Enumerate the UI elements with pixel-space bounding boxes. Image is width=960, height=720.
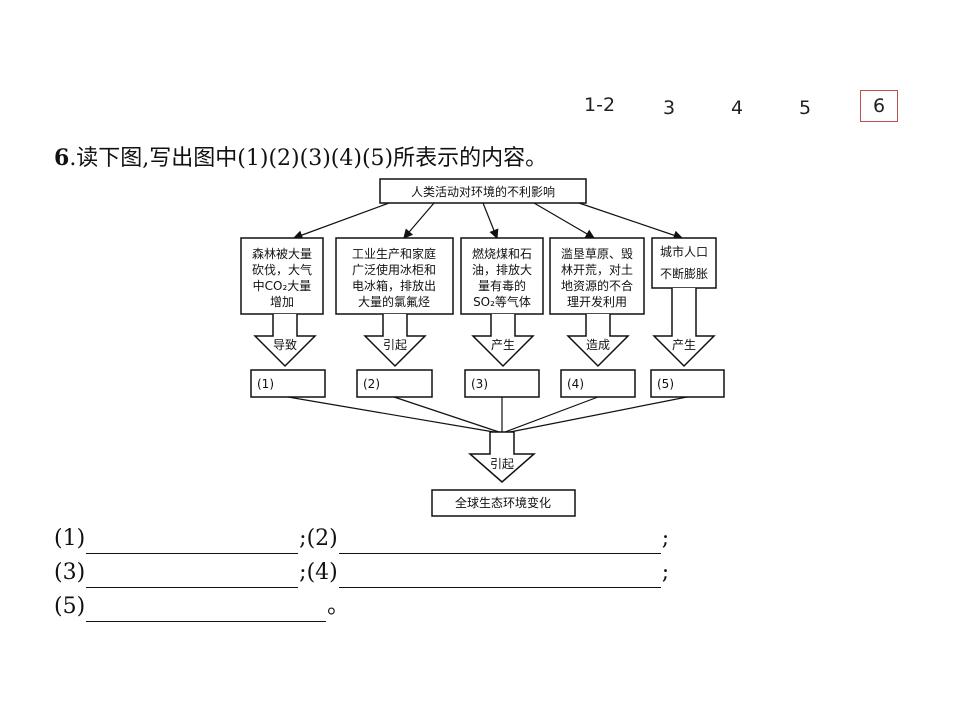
cause-5-line-2: 不断膨胀: [660, 266, 708, 281]
cause-2-line-3: 电冰箱，排放出: [352, 278, 436, 293]
label-4: ;(4): [299, 560, 338, 585]
nav-item-1-2[interactable]: 1-2: [584, 94, 616, 116]
verb-1: 导致: [273, 338, 297, 352]
cause-4-line-2: 林开荒，对土: [561, 263, 633, 277]
slide-nav: 1-2 3 4 5 6: [580, 90, 910, 124]
verb-2: 引起: [383, 338, 407, 352]
result-5: (5): [657, 377, 674, 391]
answer-blank-3[interactable]: [86, 563, 299, 588]
question-prompt: .读下图,写出图中(1)(2)(3)(4)(5)所表示的内容。: [69, 146, 548, 171]
answer-line-3: (5) 。: [54, 592, 349, 622]
cause-3-line-1: 燃烧煤和石: [472, 246, 532, 261]
answer-line-2: (3) ;(4) ;: [54, 558, 669, 588]
answer-blank-1[interactable]: [86, 529, 299, 554]
verb-4: 造成: [586, 338, 610, 352]
cause-2-line-1: 工业生产和家庭: [352, 246, 436, 261]
block-arrow-2: [363, 314, 427, 368]
block-arrow-1: [253, 314, 317, 368]
cause-4-line-3: 地资源的不合: [561, 278, 633, 293]
answer-blank-4[interactable]: [338, 563, 661, 588]
merge-verb: 引起: [490, 457, 514, 471]
top-box-text: 人类活动对环境的不利影响: [411, 184, 555, 199]
answer-line-1: (1) ;(2) ;: [54, 524, 669, 554]
nav-item-6-active[interactable]: 6: [860, 90, 898, 122]
merge-block-arrow: [468, 431, 536, 483]
block-arrow-5: [652, 288, 716, 368]
cause-5-line-1: 城市人口: [660, 244, 708, 259]
question-text: 6.读下图,写出图中(1)(2)(3)(4)(5)所表示的内容。: [54, 142, 547, 175]
answer-blank-5[interactable]: [86, 597, 327, 622]
bottom-box-text: 全球生态环境变化: [455, 495, 551, 510]
cause-3-line-4: SO₂等气体: [473, 294, 531, 309]
nav-item-3[interactable]: 3: [663, 97, 676, 119]
answer-blank-2[interactable]: [338, 529, 661, 554]
result-2: (2): [363, 377, 380, 391]
nav-item-5[interactable]: 5: [799, 97, 812, 119]
cause-4-line-4: 理开发利用: [567, 294, 627, 309]
result-3: (3): [471, 377, 488, 391]
end-3: 。: [327, 594, 350, 619]
cause-1-line-3: 中CO₂大量: [253, 278, 312, 293]
block-arrow-4: [566, 314, 630, 368]
label-5: (5): [54, 594, 86, 619]
end-1: ;: [661, 526, 670, 551]
nav-item-4[interactable]: 4: [731, 97, 744, 119]
question-number: 6: [54, 145, 70, 171]
result-4: (4): [567, 377, 584, 391]
cause-2-line-4: 大量的氯氟烃: [358, 294, 430, 309]
verb-5: 产生: [672, 338, 696, 352]
label-3: (3): [54, 560, 86, 585]
verb-3: 产生: [491, 338, 515, 352]
flowchart-figure: 人类活动对环境的不利影响 森林被大量 砍伐，大气 中CO₂大量 增加 工业生产和…: [239, 176, 725, 518]
cause-1-line-1: 森林被大量: [252, 246, 312, 261]
result-1: (1): [257, 377, 274, 391]
label-1: (1): [54, 526, 86, 551]
end-2: ;: [661, 560, 670, 585]
block-arrow-3: [471, 314, 535, 368]
cause-1-line-4: 增加: [270, 295, 294, 309]
cause-3-line-2: 油，排放大: [472, 262, 532, 277]
cause-2-line-2: 广泛使用冰柜和: [352, 262, 436, 277]
label-2: ;(2): [299, 526, 338, 551]
cause-3-line-3: 量有毒的: [478, 278, 526, 293]
cause-4-line-1: 滥垦草原、毁: [561, 246, 633, 261]
cause-1-line-2: 砍伐，大气: [252, 262, 312, 277]
